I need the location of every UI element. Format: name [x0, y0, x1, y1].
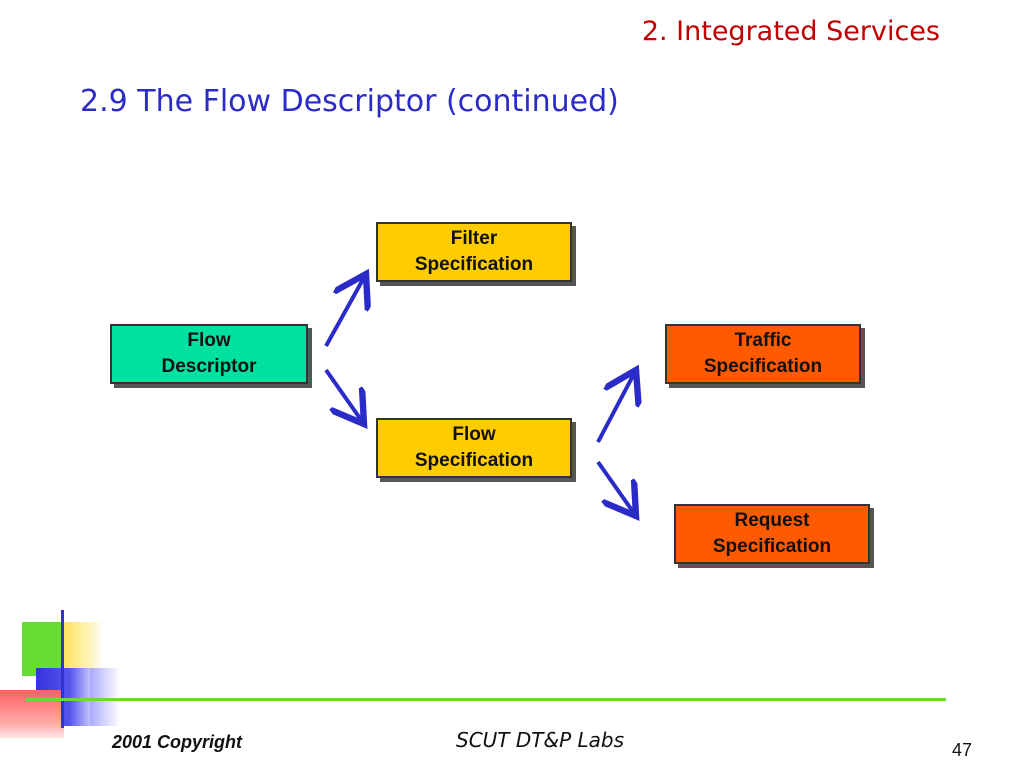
- arrow-to-flow-spec: [324, 368, 364, 424]
- arrow-to-filter-spec: [324, 274, 366, 347]
- arrow-to-traffic-spec: [596, 370, 636, 443]
- flow-descriptor-label: Flow Descriptor: [161, 330, 257, 377]
- request-specification-label: Request Specification: [712, 510, 832, 557]
- flow-specification-label: Flow Specification: [414, 424, 534, 471]
- filter-specification-label: Filter Specification: [414, 228, 534, 275]
- page-title: 2.9 The Flow Descriptor (continued): [80, 84, 619, 119]
- footer-copyright: 2001 Copyright: [112, 732, 243, 752]
- flow-descriptor-box: Flow Descriptor: [110, 324, 308, 384]
- decor-blue-fade: [90, 668, 120, 726]
- section-title: 2. Integrated Services: [641, 16, 940, 47]
- request-specification-box: Request Specification: [674, 504, 870, 564]
- decor-vertical-line: [61, 610, 64, 728]
- traffic-specification-label: Traffic Specification: [703, 330, 823, 377]
- flow-specification-box: Flow Specification: [376, 418, 572, 478]
- arrow-to-request-spec: [596, 460, 636, 516]
- decor-green-block: [22, 622, 64, 676]
- decor-yellow-block: [62, 622, 102, 670]
- footer-divider: [26, 698, 946, 701]
- footer-lab-name: SCUT DT&P Labs: [456, 728, 625, 752]
- page-number: 47: [951, 740, 972, 760]
- filter-specification-box: Filter Specification: [376, 222, 572, 282]
- traffic-specification-box: Traffic Specification: [665, 324, 861, 384]
